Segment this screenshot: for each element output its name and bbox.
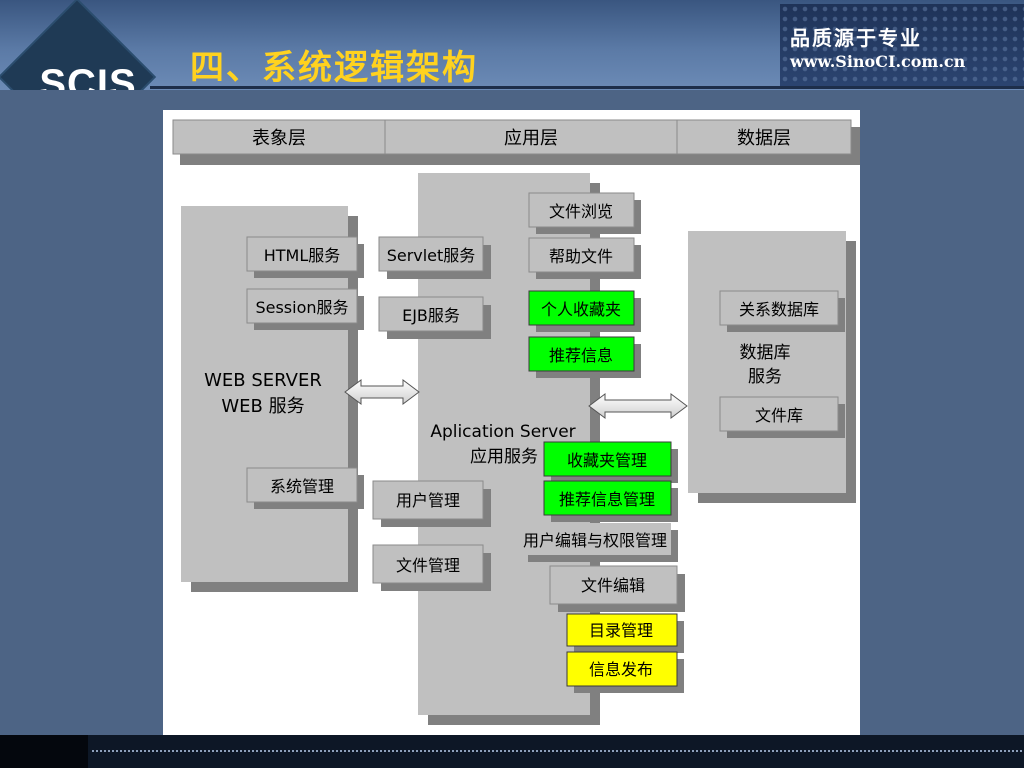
architecture-svg: 表象层 应用层 数据层 WEB SERVER WEB 服务 Aplication… <box>172 119 865 725</box>
left-margin-panel <box>0 90 163 735</box>
db-service-label-2: 服务 <box>748 367 782 387</box>
brand-url: www.SinoCI.com.cn <box>790 52 966 71</box>
brand-logo: 品质源于专业 www.SinoCI.com.cn <box>780 4 1024 86</box>
web-item-sysmgmt-box <box>246 467 358 503</box>
data-item-filelib-label: 文件库 <box>755 406 803 425</box>
app-item-usereditperm-box <box>521 523 671 555</box>
layer-application-label: 应用层 <box>504 128 558 149</box>
web-app-arrow <box>344 379 420 405</box>
data-item-rdb-box <box>719 290 839 326</box>
data-item-filelib-box <box>719 396 839 432</box>
app-item-filebrowse: 文件浏览 <box>528 192 641 234</box>
web-server-subtitle: WEB 服务 <box>221 396 304 417</box>
app-item-favmgmt-label: 收藏夹管理 <box>567 451 647 470</box>
footer-dotted-line <box>92 750 1022 754</box>
app-item-favmgmt: 收藏夹管理 <box>543 441 678 483</box>
right-margin-panel <box>860 90 1024 735</box>
app-item-personalfav-box <box>528 290 635 326</box>
web-item-html: HTML服务 <box>246 236 364 278</box>
app-item-recmgmt-label: 推荐信息管理 <box>559 490 655 509</box>
app-item-dirmgmt: 目录管理 <box>566 613 684 653</box>
web-item-html-label: HTML服务 <box>264 246 341 265</box>
app-item-recommend: 推荐信息 <box>528 336 641 378</box>
web-server-title: WEB SERVER <box>204 370 322 391</box>
app-item-filemgmt-label: 文件管理 <box>396 556 460 575</box>
app-item-fileedit-label: 文件编辑 <box>581 576 645 595</box>
app-item-usermgmt-label: 用户管理 <box>396 491 460 510</box>
layer-header: 表象层 应用层 数据层 <box>172 119 865 165</box>
data-server-box <box>688 231 846 493</box>
brand-dot-pattern <box>780 4 1024 86</box>
app-item-usermgmt-box <box>372 480 484 520</box>
app-item-ejb-box <box>378 296 484 332</box>
app-item-recmgmt-box <box>543 480 672 516</box>
app-item-dirmgmt-box <box>566 613 678 647</box>
app-item-usereditperm-label: 用户编辑与权限管理 <box>523 531 667 550</box>
data-item-filelib: 文件库 <box>719 396 845 438</box>
web-item-session: Session服务 <box>246 288 364 330</box>
app-item-ejb-label: EJB服务 <box>402 306 460 325</box>
web-item-session-box <box>246 288 358 324</box>
app-item-servlet: Servlet服务 <box>378 236 491 279</box>
app-item-filebrowse-label: 文件浏览 <box>549 202 613 221</box>
layer-data-label: 数据层 <box>737 128 791 149</box>
app-item-dirmgmt-label: 目录管理 <box>589 621 653 640</box>
data-server-column: 数据库 服务 <box>688 231 856 503</box>
header-divider <box>150 86 1024 89</box>
page-title: 四、系统逻辑架构 <box>190 48 478 88</box>
app-item-fileedit: 文件编辑 <box>549 565 685 612</box>
db-service-label-1: 数据库 <box>740 343 791 363</box>
app-item-usermgmt: 用户管理 <box>372 480 491 527</box>
app-item-helpdoc-label: 帮助文件 <box>549 247 613 266</box>
web-item-session-label: Session服务 <box>255 298 348 317</box>
app-item-helpdoc: 帮助文件 <box>528 237 641 279</box>
data-item-rdb-label: 关系数据库 <box>739 300 819 319</box>
layer-presentation-label: 表象层 <box>252 128 306 149</box>
app-item-infopublish-label: 信息发布 <box>589 660 653 679</box>
web-item-html-box <box>246 236 358 272</box>
app-item-personalfav-label: 个人收藏夹 <box>541 300 621 319</box>
web-item-sysmgmt: 系统管理 <box>246 467 364 509</box>
app-item-filebrowse-box <box>528 192 635 228</box>
app-item-filemgmt: 文件管理 <box>372 544 491 591</box>
app-item-personalfav: 个人收藏夹 <box>528 290 641 332</box>
app-item-recommend-label: 推荐信息 <box>549 346 613 365</box>
app-item-infopublish: 信息发布 <box>566 651 684 693</box>
data-item-rdb: 关系数据库 <box>719 290 845 332</box>
app-item-servlet-label: Servlet服务 <box>387 246 476 265</box>
app-server-title: Aplication Server <box>430 422 575 442</box>
web-item-sysmgmt-label: 系统管理 <box>270 477 334 496</box>
app-item-recommend-box <box>528 336 635 372</box>
app-server-subtitle: 应用服务 <box>470 447 538 467</box>
app-item-usereditperm: 用户编辑与权限管理 <box>521 523 678 562</box>
app-item-infopublish-box <box>566 651 678 687</box>
brand-slogan: 品质源于专业 <box>790 26 922 50</box>
app-item-ejb: EJB服务 <box>378 296 491 339</box>
app-data-arrow <box>588 393 688 419</box>
app-item-servlet-box <box>378 236 484 272</box>
layer-presentation <box>172 119 386 155</box>
app-item-fileedit-box <box>549 565 678 605</box>
app-item-filemgmt-box <box>372 544 484 584</box>
app-item-favmgmt-box <box>543 441 672 477</box>
layer-data <box>676 119 852 155</box>
architecture-diagram: 表象层 应用层 数据层 WEB SERVER WEB 服务 Aplication… <box>163 110 865 735</box>
app-item-helpdoc-box <box>528 237 635 273</box>
footer-block <box>0 735 88 768</box>
app-item-recmgmt: 推荐信息管理 <box>543 480 678 522</box>
